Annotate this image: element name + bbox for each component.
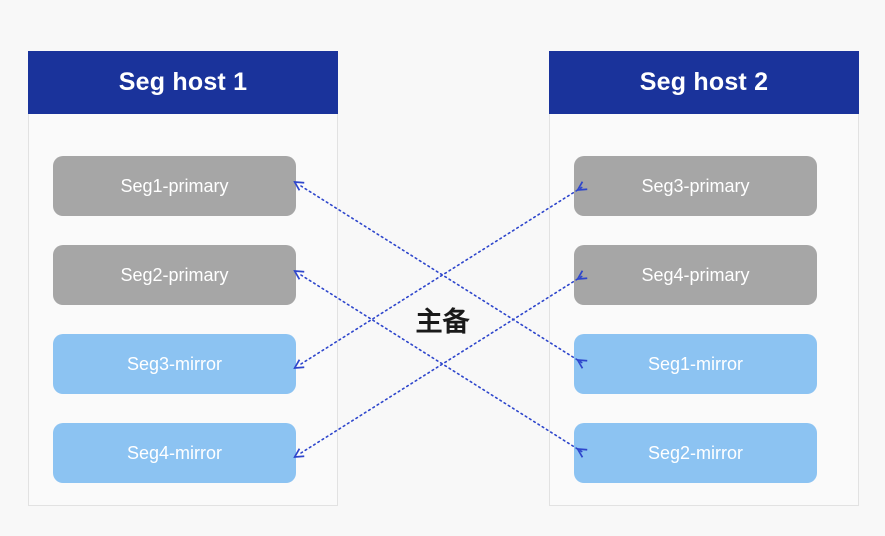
center-label-replication: 主备 — [415, 307, 470, 338]
seg-box-seg2-mirror[interactable]: Seg2-mirror — [574, 423, 817, 483]
seg-box-label: Seg1-primary — [120, 175, 229, 196]
seg-box-label: Seg4-mirror — [126, 442, 223, 463]
seg-box-label: Seg4-primary — [641, 264, 750, 285]
seg-box-seg1-mirror[interactable]: Seg1-mirror — [574, 334, 817, 394]
seg-box-label: Seg2-mirror — [647, 442, 744, 463]
seg-host-2-panel: Seg host 2 Seg3-primary Seg4-primary Seg… — [549, 51, 859, 506]
seg-host-1-panel: Seg host 1 Seg1-primary Seg2-primary Seg… — [28, 51, 338, 506]
seg-box-seg3-mirror[interactable]: Seg3-mirror — [53, 334, 296, 394]
seg-box-seg1-primary[interactable]: Seg1-primary — [53, 156, 296, 216]
seg-host-1-header: Seg host 1 — [28, 51, 338, 114]
seg-box-label: Seg3-primary — [641, 175, 750, 196]
seg-host-2-header: Seg host 2 — [549, 51, 859, 114]
seg-box-label: Seg2-primary — [120, 264, 229, 285]
seg-box-seg2-primary[interactable]: Seg2-primary — [53, 245, 296, 305]
seg-box-seg3-primary[interactable]: Seg3-primary — [574, 156, 817, 216]
seg-box-seg4-mirror[interactable]: Seg4-mirror — [53, 423, 296, 483]
seg-box-seg4-primary[interactable]: Seg4-primary — [574, 245, 817, 305]
seg-box-label: Seg1-mirror — [647, 353, 744, 374]
seg-box-label: Seg3-mirror — [126, 353, 223, 374]
